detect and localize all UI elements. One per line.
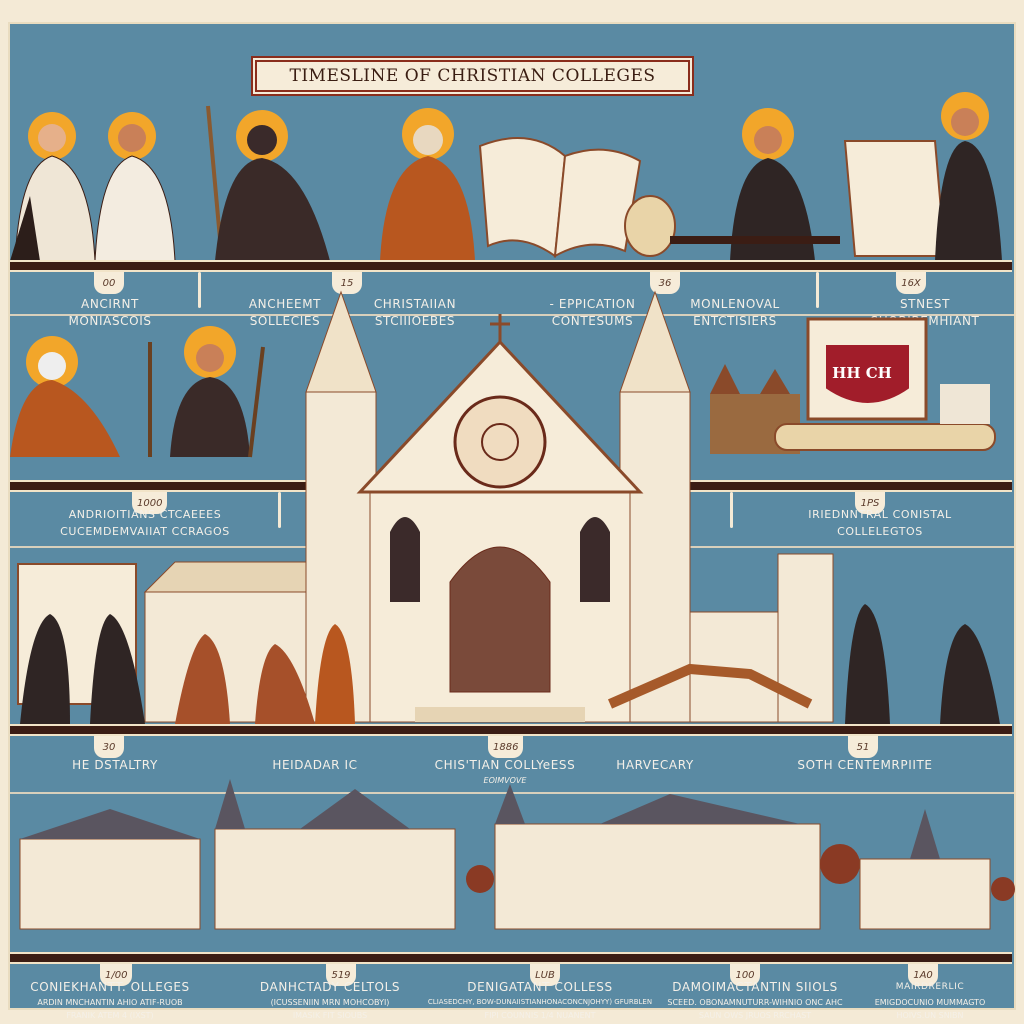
date-badge: 00 [94, 272, 124, 294]
date-badge: 1/00 [100, 964, 133, 986]
era-label: DANHCTADY CELTOLS [259, 980, 401, 994]
era-detail: SAUN OWS JRUOS RRCHAST [698, 1011, 812, 1020]
divider [10, 314, 1014, 316]
era-label: CHRISTAIIAN STCIIIOEBES [373, 297, 457, 328]
era-detail: FIPI COUNNIS 1/4 NUANENT [484, 1011, 596, 1020]
era-label: DENIGATANT COLLESS [467, 980, 613, 994]
date-badge: 15 [332, 272, 362, 294]
era-label: ANCHEEMT SOLLECIES [248, 297, 322, 328]
timeline-bar-row4 [10, 952, 1012, 964]
era-label: CHIS'TIAN COLLYeESS [434, 758, 576, 772]
era-detail: (ICUSSENIIN MRN MOHCOBYI) [270, 998, 390, 1007]
date-badge: 1PS [855, 492, 885, 514]
timeline-bar-row1 [10, 260, 1012, 272]
college-buildings-illustration [19, 779, 1015, 930]
open-book [478, 137, 676, 258]
era-label: SOTH CENTEMRPIITE [797, 758, 933, 772]
scholars-figures [17, 563, 1000, 724]
era-label: MONLENOVAL ENTCTISIERS [690, 297, 780, 328]
title-banner: TIMESLINE OF CHRISTIAN COLLEGES [255, 60, 690, 92]
timeline-tick [278, 492, 281, 528]
date-badge: 100 [730, 964, 760, 986]
era-detail: IMASIK FIT SIOUBS [292, 1011, 368, 1020]
era-label: MAIRDRERLIC [895, 982, 965, 992]
monk-figure [670, 108, 840, 261]
era-label: IRIEDNNTRAL CONISTAL COLLELEGTOS [808, 508, 952, 538]
era-label: HEIDADAR IC [272, 758, 358, 772]
date-badge: 51 [848, 736, 878, 758]
timeline-tick [198, 272, 201, 308]
era-detail: FRANIK ATEM 4 (IXST) [66, 1011, 154, 1020]
college-entry: DANHCTADY CELTOLS (ICUSSENIIN MRN MOHCOB… [250, 979, 410, 1022]
era-label: ANCIRNT MONIASCOIS [68, 297, 152, 328]
infographic-panel: TIMESLINE OF CHRISTIAN COLLEGES [8, 22, 1016, 1020]
era-detail: SCEED. OBONAMNUTURR-WIHNIO ONC AHC [667, 998, 843, 1007]
date-badge: 1886 [488, 736, 524, 758]
timeline-tick [730, 492, 733, 528]
era-sublabel: EOIMVOVE [483, 776, 527, 785]
church-illustration [143, 290, 834, 723]
date-badge: 1000 [132, 492, 168, 514]
college-entry: MAIRDRERLIC EMIGDOCUNIO MUMMAGTO HOIVS.U… [865, 979, 995, 1022]
era-label: ANDRIOITIANS CTCAEEES CUCEMDEMVAIIAT CCR… [60, 508, 230, 538]
era-label: CONIEKHANTT. OLLEGES [30, 980, 190, 994]
castle-crest-illustration [710, 317, 996, 454]
era-label: DAMOIMACTANTIN SIIOLS [672, 980, 838, 994]
era-detail: ARDIN MNCHANTIN AHIO ATIF-RUOB [37, 998, 183, 1007]
date-badge: 16X [896, 272, 926, 294]
monk-figure [215, 110, 330, 261]
scroll [843, 140, 947, 257]
date-badge: 30 [94, 736, 124, 758]
timeline-tick [816, 272, 819, 308]
monk-figure [380, 108, 475, 261]
era-label: HARVECARY [616, 758, 694, 772]
college-entry: DENIGATANT COLLESS CLIASEDCHY, BOW-DUNAI… [420, 979, 660, 1022]
monks-illustration-row1 [10, 92, 1002, 262]
date-badge: 1A0 [908, 964, 938, 986]
era-detail: HOIVS.UN SNIBN [896, 1011, 964, 1020]
crest-lettering: HH CH [832, 364, 892, 382]
era-label: - EPPICATION CONTESUMS [549, 297, 636, 328]
era-label: HE DSTALTRY [72, 758, 158, 772]
monk-figure [10, 112, 96, 262]
monk-figure [935, 92, 1002, 261]
college-entry: DAMOIMACTANTIN SIIOLS SCEED. OBONAMNUTUR… [665, 979, 845, 1022]
timeline-bar-row3 [10, 724, 1012, 736]
monks-illustration-row2 [10, 326, 265, 458]
college-entry: CONIEKHANTT. OLLEGES ARDIN MNCHANTIN AHI… [20, 979, 200, 1022]
era-detail: CLIASEDCHY, BOW-DUNAIISTIANHONACONCNJOHY… [427, 998, 653, 1006]
monk-figure [94, 112, 176, 262]
date-badge: 519 [326, 964, 356, 986]
era-detail: EMIGDOCUNIO MUMMAGTO [874, 998, 986, 1007]
date-badge: 36 [650, 272, 680, 294]
date-badge: LUB [530, 964, 560, 986]
